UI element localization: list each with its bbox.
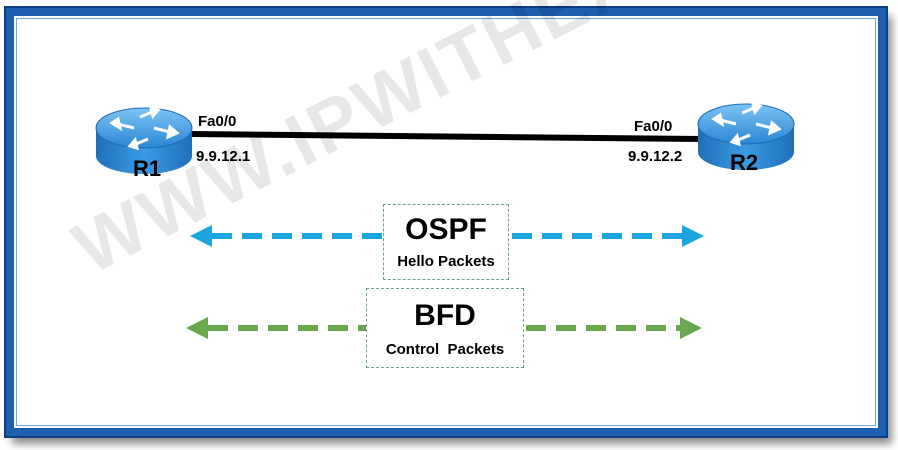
bfd-arrow xyxy=(186,317,702,339)
r1-ip-label: 9.9.12.1 xyxy=(196,148,251,165)
ospf-subtitle: Hello Packets xyxy=(397,253,495,270)
ospf-arrow xyxy=(190,225,704,247)
bfd-title: BFD xyxy=(414,299,476,332)
r1-interface-label: Fa0/0 xyxy=(198,113,237,130)
r2-ip-label: 9.9.12.2 xyxy=(628,148,683,165)
ospf-box: OSPF Hello Packets xyxy=(383,204,509,280)
r1-name: R1 xyxy=(133,156,162,181)
router-r1-icon xyxy=(95,105,193,174)
router-r2-icon xyxy=(697,101,795,170)
bfd-subtitle: Control Packets xyxy=(385,341,505,358)
link-line xyxy=(189,131,703,142)
ospf-title: OSPF xyxy=(405,213,487,246)
bfd-box: BFD Control Packets xyxy=(366,288,524,368)
r2-name: R2 xyxy=(730,150,759,175)
r2-interface-label: Fa0/0 xyxy=(634,118,673,135)
